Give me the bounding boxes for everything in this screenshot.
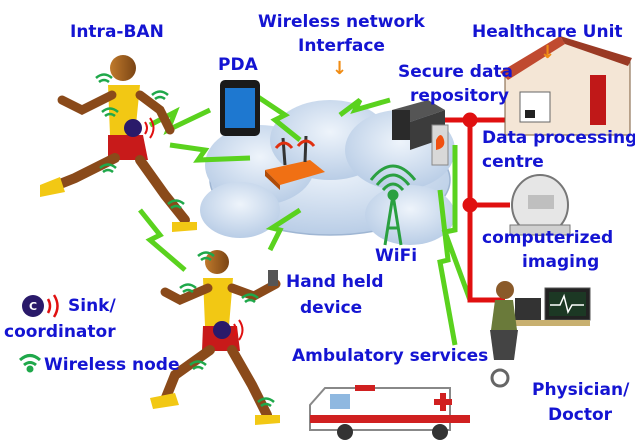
link-cloud-to-ambulance xyxy=(437,189,458,346)
label-secure-repo-2: repository xyxy=(410,86,509,106)
wifi-tower-icon xyxy=(369,164,417,246)
label-wireless-network-1: Wireless network xyxy=(258,12,425,32)
wireless-network-arrow-icon: ↓ xyxy=(332,58,348,79)
label-data-processing-2: centre xyxy=(482,152,544,172)
physician-workstation xyxy=(490,281,591,388)
label-wireless-node: Wireless node xyxy=(44,355,180,375)
sink-coordinator-icons xyxy=(124,117,244,341)
healthcare-building xyxy=(500,36,632,136)
link-server-to-physician xyxy=(441,145,473,301)
ambulance xyxy=(309,385,470,440)
wireless-links xyxy=(138,92,473,346)
label-pda: PDA xyxy=(218,55,258,75)
label-ambulatory: Ambulatory services xyxy=(292,346,489,366)
label-physician-2: Doctor xyxy=(548,405,613,425)
label-sink-1: Sink/ xyxy=(68,296,116,316)
label-secure-repo-1: Secure data xyxy=(398,62,514,82)
svg-text:C: C xyxy=(29,300,37,313)
label-handheld-1: Hand held xyxy=(286,272,384,292)
healthcare-arrow-icon: ↓ xyxy=(540,42,556,63)
label-wireless-network-2: Interface xyxy=(298,36,385,56)
pda-device xyxy=(220,80,260,136)
link-pda-to-router xyxy=(253,92,302,142)
link-runner-to-cloud xyxy=(169,142,251,163)
label-physician-1: Physician/ xyxy=(532,380,630,400)
label-intra-ban: Intra-BAN xyxy=(70,22,164,42)
link-handheld-to-cloud xyxy=(265,207,302,252)
label-data-processing-1: Data processing xyxy=(482,128,635,148)
router-device xyxy=(265,135,325,190)
handheld-device xyxy=(268,270,278,286)
wireless-node-icons xyxy=(95,73,275,408)
ct-scanner xyxy=(509,174,571,236)
label-computerized-2: imaging xyxy=(522,252,600,272)
link-runner1-to-runner2 xyxy=(138,208,187,272)
label-computerized-1: computerized xyxy=(482,228,614,248)
link-cloud-to-server xyxy=(338,97,391,117)
label-wifi: WiFi xyxy=(375,246,418,266)
server-rack xyxy=(392,100,449,166)
legend-sink-icon: C xyxy=(22,294,59,318)
label-sink-2: coordinator xyxy=(4,322,116,342)
label-handheld-2: device xyxy=(300,298,363,318)
label-healthcare-unit: Healthcare Unit xyxy=(472,22,623,42)
legend-wireless-node-icon xyxy=(18,354,42,373)
network-cloud xyxy=(200,100,455,245)
